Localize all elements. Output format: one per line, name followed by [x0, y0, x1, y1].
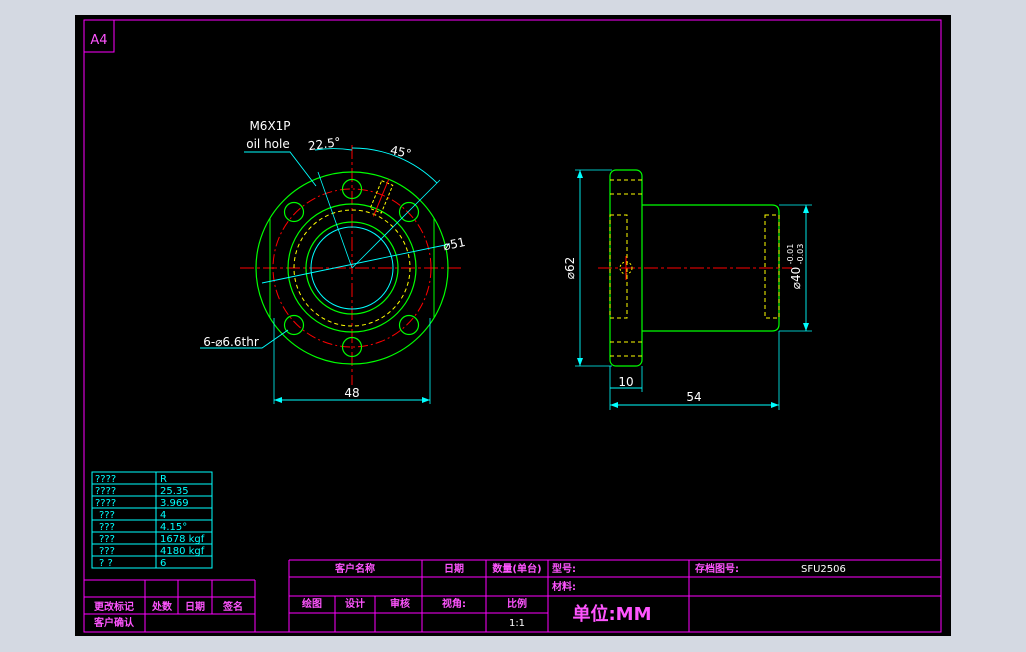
spec-value: 4180 kgf: [160, 546, 205, 557]
size-box: [83, 19, 115, 53]
angle-45-label: 45°: [389, 143, 413, 161]
holes-leader: [200, 329, 289, 349]
body-tolerance-upper: -0.01: [786, 244, 795, 265]
spec-value: 4.15°: [160, 522, 187, 533]
angle-line-45: [351, 179, 441, 269]
dim-40-arrow-bottom: [803, 323, 809, 331]
bolt-hole-lower-right: [398, 314, 420, 336]
spec-key: ????: [95, 474, 116, 485]
rev-date-label: 日期: [185, 600, 205, 613]
spec-table: [91, 471, 213, 569]
archive-number: SFU2506: [801, 564, 846, 575]
hidden-circle: [293, 209, 411, 327]
bore-outer: [305, 221, 399, 315]
sheet-size-label: A4: [90, 33, 107, 48]
width-arrow-right: [422, 397, 430, 403]
angle-arc-45: [351, 147, 438, 184]
oil-hole-label-text: oil hole: [246, 137, 290, 151]
dim-54-arrow-right: [771, 402, 779, 408]
hidden-bore-left: [609, 214, 628, 319]
bore-thread: [310, 226, 394, 310]
body-diameter-label: ⌀40: [789, 267, 803, 290]
flange-diameter-label: ⌀62: [563, 257, 577, 280]
hidden-bore-right: [764, 214, 780, 319]
spec-key: ????: [95, 498, 116, 509]
drawing-label: 绘图: [302, 597, 322, 610]
angle-arc-22: [314, 148, 353, 151]
oil-hole: [369, 179, 394, 217]
bolt-hole-upper-left: [283, 201, 305, 223]
body-tolerance-lower: -0.03: [796, 244, 805, 265]
change-mark-label: 更改标记: [94, 600, 134, 613]
review-label: 审核: [390, 597, 410, 610]
bolt-hole-bottom: [341, 336, 363, 358]
width-arrow-left: [274, 397, 282, 403]
oil-hole-label-thread: M6X1P: [249, 119, 290, 133]
revision-block: [84, 579, 256, 632]
design-label: 设计: [345, 597, 365, 610]
archive-label: 存档图号:: [695, 562, 739, 575]
holes-label: 6-⌀6.6thr: [203, 335, 259, 349]
spec-key: ???: [99, 534, 115, 545]
scale-value: 1:1: [509, 618, 525, 629]
dim-62-arrow-bottom: [577, 358, 583, 366]
diameter-dim-line: [261, 243, 451, 284]
drawing-canvas: [75, 15, 951, 636]
spec-value: 4: [160, 510, 166, 521]
material-label: 材料:: [552, 580, 576, 593]
width-48-label: 48: [344, 386, 359, 400]
location-label: 处数: [151, 600, 173, 613]
tb-date-label: 日期: [444, 562, 464, 575]
spec-value: 1678 kgf: [160, 534, 205, 545]
dim-40-arrow-top: [803, 205, 809, 213]
spec-value: 3.969: [160, 498, 189, 509]
spec-key: ???: [99, 510, 115, 521]
bolt-hole-upper-right: [398, 201, 420, 223]
length-label: 54: [686, 390, 701, 404]
spec-key: ???: [99, 522, 115, 533]
signature-label: 签名: [222, 600, 243, 613]
flange-outline: [255, 171, 449, 365]
customer-confirm-label: 客户确认: [93, 616, 135, 629]
side-view: [575, 169, 812, 410]
dim-62-arrow-top: [577, 170, 583, 178]
quantity-label: 数量(单台): [492, 562, 541, 575]
spec-key: ????: [95, 486, 116, 497]
unit-label: 单位:MM: [572, 603, 651, 625]
model-label: 型号:: [552, 562, 576, 575]
angle-line-22: [317, 171, 353, 269]
bolt-hole-lower-left: [283, 314, 305, 336]
spec-value: R: [160, 474, 167, 485]
inner-step: [287, 203, 417, 333]
scale-label: 比例: [507, 597, 527, 610]
front-view: [200, 145, 462, 404]
angle-22-label: 22.5°: [307, 135, 341, 153]
bolt-hole-top: [341, 178, 363, 200]
flange-thickness-label: 10: [618, 375, 633, 389]
dim-54-arrow-left: [610, 402, 618, 408]
spec-value: 6: [160, 558, 166, 569]
oil-hole-leader: [244, 151, 317, 187]
customer-name-label: 客户名称: [334, 562, 375, 575]
spec-key: ???: [99, 546, 115, 557]
bolt-circle: [272, 188, 432, 348]
view-angle-label: 视角:: [442, 597, 466, 610]
spec-value: 25.35: [160, 486, 189, 497]
diameter-51-label: ⌀51: [442, 235, 467, 253]
title-block: [288, 559, 941, 632]
spec-key: ? ?: [99, 558, 113, 569]
drawing-frame: [83, 19, 942, 633]
